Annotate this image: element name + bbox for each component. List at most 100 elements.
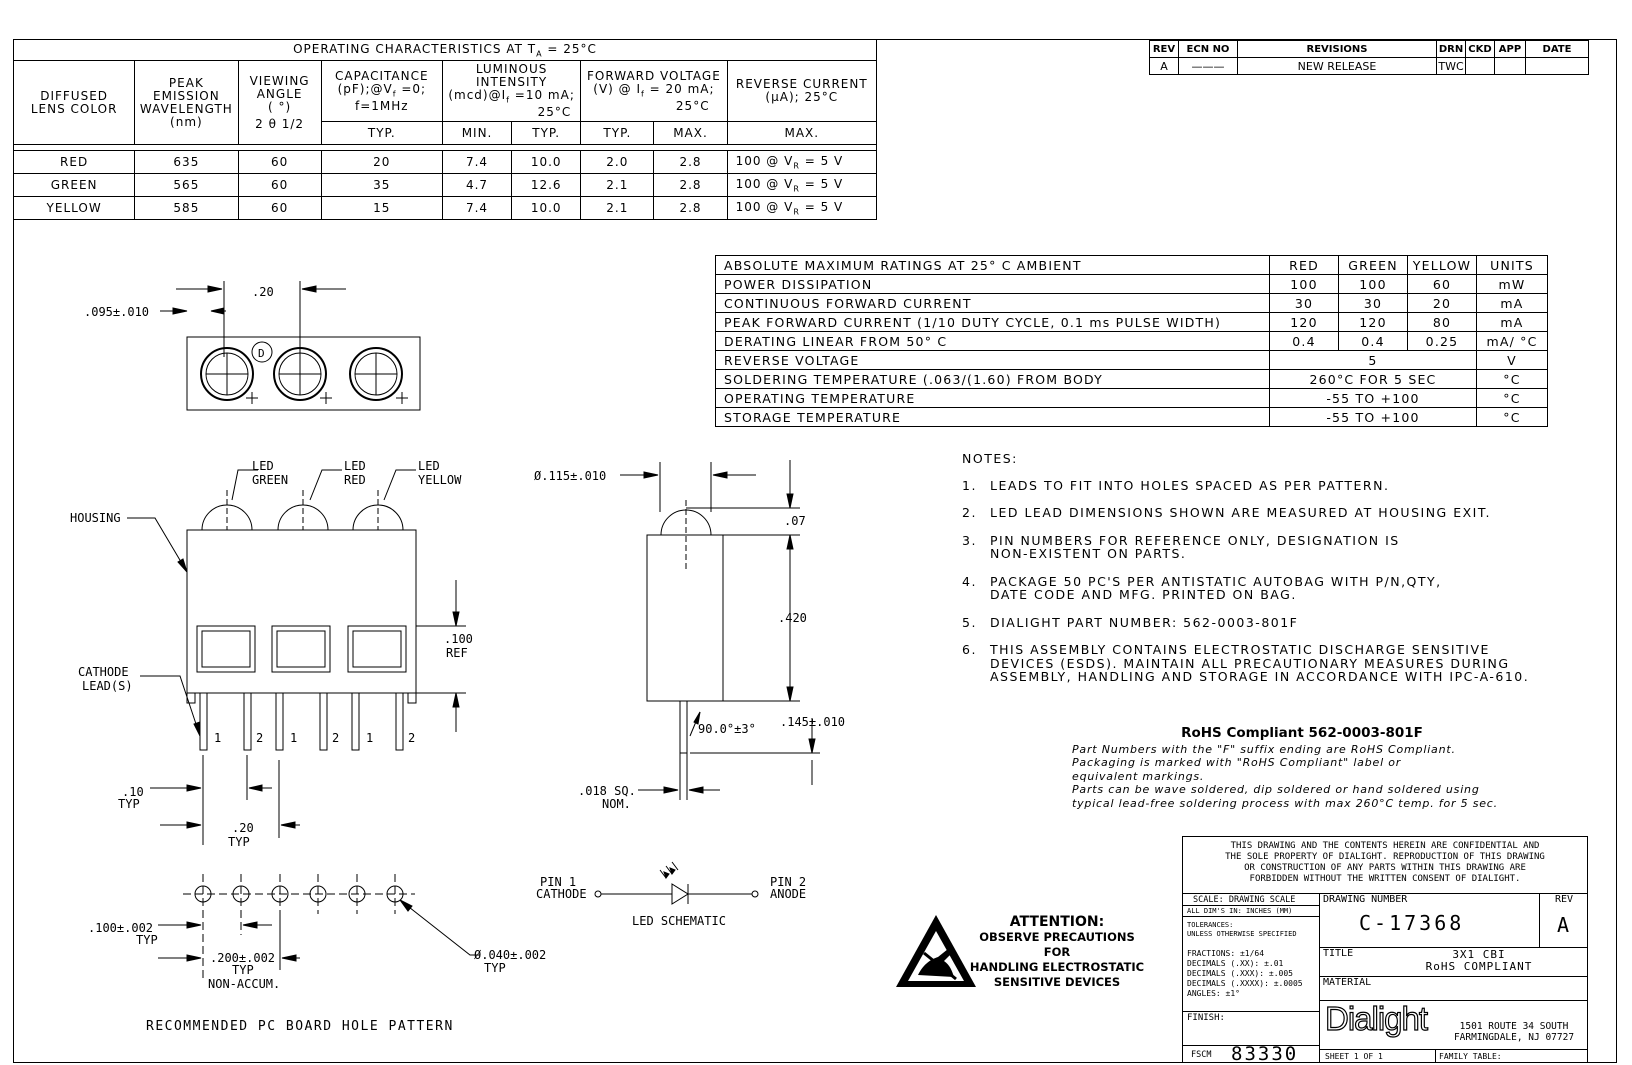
top-view: D [160,281,421,411]
table-row: GREEN 565 60 35 4.7 12.6 2.1 2.8 100 @ V… [12,173,878,198]
note-item: 6.THIS ASSEMBLY CONTAINS ELECTROSTATIC D… [962,643,1602,684]
dialight-logo: Dialight [1324,999,1428,1037]
tb-divider [1319,1049,1587,1050]
rating-value: 260°C FOR 5 SEC [1269,369,1477,389]
dim-200-002-label: .200±.002 [210,951,275,965]
rating-yellow: 0.25 [1407,331,1477,351]
dia-040-label: TYP [484,961,506,975]
ecn-cell: ——— [1178,57,1238,75]
rating-unit: °C [1476,388,1548,408]
tb-divider [1319,976,1587,977]
rating-green: 120 [1338,312,1408,332]
cell-peak: 565 [134,173,239,198]
cell-vf-max: 2.8 [653,173,728,198]
table-row: SOLDERING TEMPERATURE (.063/(1.60) FROM … [715,369,1548,389]
material-label: MATERIAL [1323,977,1372,988]
note-number: 5. [962,614,977,630]
cell-vf-max: 2.8 [653,196,728,221]
led-yellow-label: LED [418,459,440,473]
operating-characteristics-table: OPERATING CHARACTERISTICS AT TA = 25°C D… [12,39,878,221]
rohs-line: Parts can be wave soldered, dip soldered… [1072,783,1480,796]
rating-value: -55 TO +100 [1269,388,1477,408]
dim-10-typ-label: TYP [118,797,140,811]
pin-number: 2 [408,731,415,745]
housing-label: HOUSING [70,511,121,525]
tolerances-label: TOLERANCES: UNLESS OTHERWISE SPECIFIED [1187,921,1297,938]
revision-cell: NEW RELEASE [1237,57,1437,75]
tb-divider [1183,1045,1319,1046]
pin-number: 2 [256,731,263,745]
attention-line: HANDLING ELECTROSTATIC [969,960,1145,974]
rating-unit: mA [1476,312,1548,332]
dim-20-typ-label: .20 [232,821,254,835]
rating-unit: °C [1476,369,1548,389]
note-text: PACKAGE 50 PC'S PER ANTISTATIC AUTOBAG W… [990,573,1442,589]
pin1-label: CATHODE [536,887,587,901]
sub-vf-typ: TYP. [580,121,655,146]
rating-yellow: 80 [1407,312,1477,332]
cell-cap: 35 [320,173,443,198]
table-row: OPERATING TEMPERATURE -55 TO +100 °C [715,388,1548,408]
ratings-col-red: RED [1269,255,1339,275]
rating-unit: °C [1476,407,1548,427]
rating-label: OPERATING TEMPERATURE [715,388,1270,408]
cell-peak: 635 [134,150,239,175]
rating-unit: mA/ °C [1476,331,1548,351]
rating-green: 30 [1338,293,1408,313]
attention-notice: ATTENTION: OBSERVE PRECAUTIONS FOR HANDL… [967,915,1147,990]
ratings-col-green: GREEN [1338,255,1408,275]
cell-vf-typ: 2.0 [580,150,655,175]
dia-115-label: Ø.115±.010 [534,469,606,483]
scale-label: SCALE: DRAWING SCALE [1193,895,1296,905]
rating-yellow: 60 [1407,274,1477,294]
pin2-label: ANODE [770,887,806,901]
drawing-number: C-17368 [1359,911,1465,935]
dim-10-typ-label: .10 [122,785,144,799]
cell-peak: 585 [134,196,239,221]
notes-title: NOTES: [962,451,1018,466]
note-text: NON-EXISTENT ON PARTS. [990,546,1187,561]
note-text: LED LEAD DIMENSIONS SHOWN ARE MEASURED A… [990,505,1491,520]
sub-vf-max: MAX. [653,121,728,146]
ratings-col-units: UNITS [1476,255,1548,275]
schematic-caption: LED SCHEMATIC [632,914,726,928]
dim-018-label: .018 SQ. [578,784,636,798]
note-text: LEADS TO FIT INTO HOLES SPACED AS PER PA… [990,477,1390,493]
rating-unit: mA [1476,293,1548,313]
cell-rev: 100 @ VR = 5 V [726,196,878,221]
sheet-label: SHEET 1 OF 1 [1325,1052,1383,1061]
dim-145-label: .145±.010 [780,715,845,729]
ecn-header: ECN NO [1178,40,1238,58]
pin1-label: PIN 1 [540,875,576,889]
app-header: APP [1494,40,1526,58]
revisions-header: REVISIONS [1237,40,1437,58]
rating-red: 120 [1269,312,1339,332]
tb-divider [1319,893,1320,1063]
dim-200-002-label: TYP [232,963,254,977]
ratings-col-yellow: YELLOW [1407,255,1477,275]
note-text: DIALIGHT PART NUMBER: 562-0003-801F [990,614,1299,630]
drawing-title: 3X1 CBI RoHS COMPLIANT [1425,948,1533,973]
rohs-heading: RoHS Compliant 562-0003-801F [1181,725,1423,741]
rohs-line: Packaging is marked with "RoHS Compliant… [1072,756,1402,769]
notes-section: NOTES: 1.LEADS TO FIT INTO HOLES SPACED … [962,452,1602,698]
cell-color: YELLOW [12,196,136,221]
rating-yellow: 20 [1407,293,1477,313]
esd-warning-icon [896,915,976,987]
rohs-line: equivalent markings. [1072,769,1205,783]
rating-green: 100 [1338,274,1408,294]
fscm-number: 83330 [1231,1043,1299,1065]
pin-number: 2 [332,731,339,745]
note-number: 6. [962,642,977,657]
angle-90-label: 90.0°±3° [698,722,756,736]
cell-lum-typ: 10.0 [511,196,582,221]
led-red-label: LED [344,459,366,473]
rev-label: REV [1555,894,1574,905]
dim-100-002-label: TYP [136,933,158,947]
dims-label: ALL DIM'S IN: INCHES (MM) [1187,907,1293,915]
tb-divider [1319,947,1587,948]
